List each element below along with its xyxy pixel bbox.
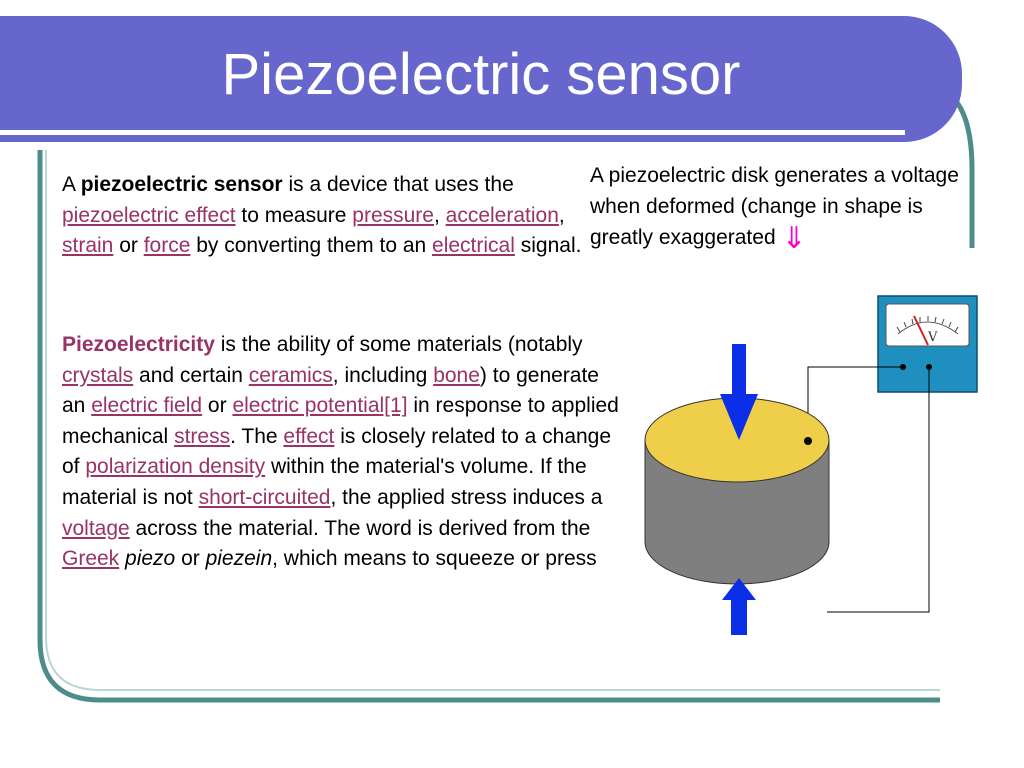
link-ceramics[interactable]: ceramics bbox=[248, 363, 333, 387]
press-up-arrow bbox=[722, 578, 756, 635]
link-pressure[interactable]: pressure bbox=[352, 203, 434, 227]
text-run: is closely related to a change of bbox=[62, 424, 612, 479]
text-run: in response to applied mechanical bbox=[62, 394, 619, 448]
link-greek[interactable]: Greek bbox=[62, 547, 120, 571]
text-run: signal. bbox=[514, 234, 582, 258]
text-run: to measure bbox=[235, 203, 353, 227]
text-run: ) to generate an bbox=[62, 363, 599, 418]
text-run: within the material's volume. If the mat… bbox=[62, 455, 587, 509]
voltmeter-scale bbox=[897, 321, 959, 335]
link-acceleration[interactable]: acceleration bbox=[445, 203, 559, 227]
link-voltage[interactable]: voltage bbox=[62, 516, 130, 540]
link-polarization-density[interactable]: polarization density bbox=[85, 455, 266, 479]
term-piezoelectric-sensor: piezoelectric sensor bbox=[80, 173, 283, 196]
text-run: is a device that uses the bbox=[282, 173, 514, 196]
text-run: . The bbox=[230, 424, 284, 448]
link-electrical[interactable]: electrical bbox=[432, 234, 515, 258]
text-run: , the applied stress induces a bbox=[330, 485, 603, 509]
text-run: or bbox=[113, 234, 144, 258]
term-piezoelectricity: Piezoelectricity bbox=[62, 333, 215, 356]
link-short-circuited[interactable]: short-circuited bbox=[198, 485, 331, 509]
link-electric-field[interactable]: electric field bbox=[91, 394, 203, 418]
title-divider bbox=[0, 130, 905, 135]
text-run: , including bbox=[332, 363, 434, 387]
link-crystals[interactable]: crystals bbox=[62, 363, 134, 387]
diagram-caption: A piezoelectric disk generates a voltage… bbox=[590, 160, 990, 255]
press-down-arrow bbox=[720, 344, 758, 440]
definition-paragraph: A piezoelectric sensor is a device that … bbox=[62, 170, 602, 262]
electrode-dot bbox=[804, 437, 812, 445]
slide-title: Piezoelectric sensor bbox=[221, 42, 741, 107]
text-run: by converting them to an bbox=[190, 234, 433, 258]
link-bone[interactable]: bone bbox=[433, 363, 480, 387]
italic-piezein: piezein bbox=[205, 547, 273, 571]
wire-bottom bbox=[827, 367, 930, 613]
link-electric-potential[interactable]: electric potential[1] bbox=[232, 394, 408, 418]
italic-piezo: piezo bbox=[125, 547, 176, 571]
caption-text: A piezoelectric disk generates a voltage… bbox=[590, 164, 959, 249]
text-run: , which means to squeeze or press bbox=[272, 547, 597, 571]
link-stress[interactable]: stress bbox=[174, 424, 231, 448]
piezoelectricity-paragraph: Piezoelectricity is the ability of some … bbox=[62, 330, 622, 575]
link-piezoelectric-effect[interactable]: piezoelectric effect bbox=[62, 203, 236, 227]
text-run: and certain bbox=[133, 363, 249, 387]
voltmeter-face bbox=[885, 303, 970, 347]
piezo-disk-diagram: V bbox=[644, 295, 978, 635]
text-run: or bbox=[202, 394, 233, 418]
text-run: A bbox=[62, 173, 81, 196]
link-strain[interactable]: strain bbox=[62, 234, 114, 258]
link-force[interactable]: force bbox=[143, 234, 191, 258]
down-double-arrow-icon: ⇓ bbox=[781, 222, 807, 255]
voltmeter-label: V bbox=[927, 330, 938, 345]
title-bar bbox=[0, 16, 962, 142]
voltmeter-ticks bbox=[896, 316, 959, 333]
text-run: is the ability of some materials (notabl… bbox=[214, 333, 583, 356]
voltmeter-needle bbox=[913, 315, 929, 346]
link-effect[interactable]: effect bbox=[283, 424, 335, 448]
text-run: , bbox=[433, 203, 446, 227]
text-run: , bbox=[558, 203, 565, 227]
text-run: across the material. The word is derived… bbox=[129, 516, 591, 540]
text-run: or bbox=[175, 547, 206, 571]
